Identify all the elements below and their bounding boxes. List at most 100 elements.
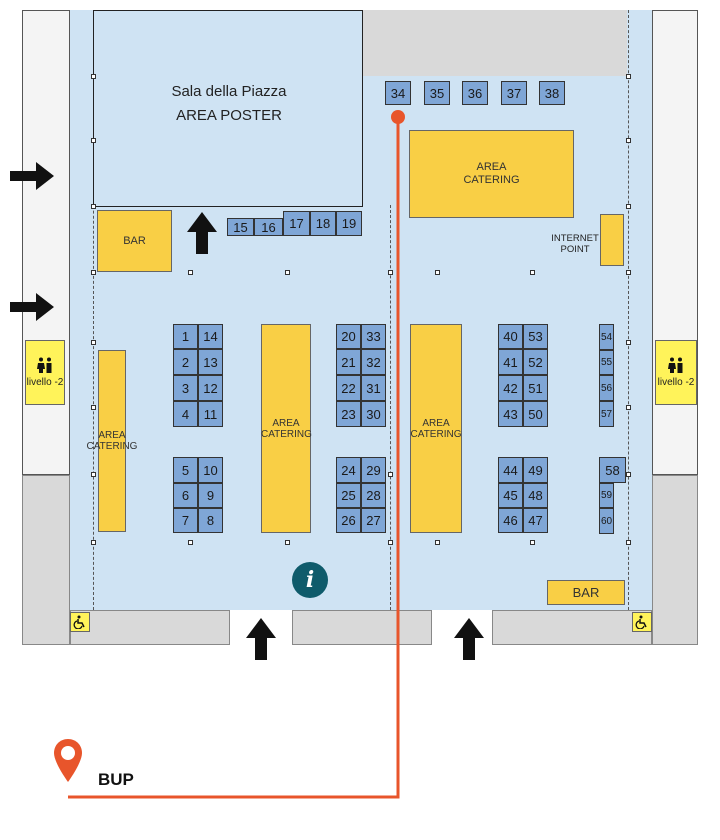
arrow-up-icon bbox=[187, 212, 217, 254]
booth-59[interactable]: 59 bbox=[599, 483, 614, 508]
booth-57[interactable]: 57 bbox=[599, 401, 614, 427]
internet-point-box[interactable] bbox=[600, 214, 624, 266]
booth-15[interactable]: 15 bbox=[227, 218, 254, 236]
area-catering-mid1[interactable]: AREA CATERING bbox=[261, 324, 312, 533]
booth-50[interactable]: 50 bbox=[523, 401, 548, 427]
internet-point-label: INTERNET POINT bbox=[551, 233, 599, 255]
bar-bottom[interactable]: BAR bbox=[547, 580, 625, 605]
booth-30[interactable]: 30 bbox=[361, 401, 386, 427]
booth-55[interactable]: 55 bbox=[599, 350, 614, 375]
booth-46[interactable]: 46 bbox=[498, 508, 523, 533]
booth-21[interactable]: 21 bbox=[336, 349, 361, 375]
booth-26[interactable]: 26 bbox=[336, 508, 361, 533]
booth-19[interactable]: 19 bbox=[336, 211, 362, 236]
booth-56[interactable]: 56 bbox=[599, 375, 614, 401]
bottom-corridor-left bbox=[70, 610, 230, 645]
wheelchair-icon bbox=[635, 615, 647, 629]
booth-33[interactable]: 33 bbox=[361, 324, 386, 349]
booth-47[interactable]: 47 bbox=[523, 508, 548, 533]
post bbox=[388, 540, 393, 545]
booth-41[interactable]: 41 bbox=[498, 349, 523, 375]
post bbox=[388, 270, 393, 275]
booth-23[interactable]: 23 bbox=[336, 401, 361, 427]
info-icon[interactable]: i bbox=[292, 562, 328, 598]
booth-16[interactable]: 16 bbox=[254, 218, 283, 236]
area-catering-mid2-label: AREA CATERING bbox=[410, 417, 462, 440]
booth-6[interactable]: 6 bbox=[173, 483, 198, 508]
booth-2[interactable]: 2 bbox=[173, 349, 198, 375]
sala-della-piazza[interactable]: Sala della Piazza AREA POSTER bbox=[93, 10, 363, 207]
post bbox=[530, 540, 535, 545]
booth-17[interactable]: 17 bbox=[283, 211, 310, 236]
restroom-icon bbox=[37, 357, 52, 373]
booth-51[interactable]: 51 bbox=[523, 375, 548, 401]
booth-48[interactable]: 48 bbox=[523, 483, 548, 508]
booth-9[interactable]: 9 bbox=[198, 483, 223, 508]
booth-7[interactable]: 7 bbox=[173, 508, 198, 533]
post bbox=[626, 270, 631, 275]
arrow-right-icon bbox=[10, 293, 54, 321]
restroom-left[interactable]: livello -2 bbox=[25, 340, 65, 405]
booth-43[interactable]: 43 bbox=[498, 401, 523, 427]
booth-32[interactable]: 32 bbox=[361, 349, 386, 375]
booth-53[interactable]: 53 bbox=[523, 324, 548, 349]
accessible-entrance-right[interactable] bbox=[632, 612, 652, 632]
booth-5[interactable]: 5 bbox=[173, 457, 198, 483]
area-catering-top-label: AREA CATERING bbox=[463, 161, 520, 186]
booth-31[interactable]: 31 bbox=[361, 375, 386, 401]
post bbox=[91, 138, 96, 143]
post bbox=[91, 340, 96, 345]
booth-42[interactable]: 42 bbox=[498, 375, 523, 401]
map-pin-icon[interactable] bbox=[52, 738, 84, 784]
booth-18[interactable]: 18 bbox=[310, 211, 336, 236]
booth-25[interactable]: 25 bbox=[336, 483, 361, 508]
post bbox=[626, 138, 631, 143]
booth-11[interactable]: 11 bbox=[198, 401, 223, 427]
booth-60[interactable]: 60 bbox=[599, 508, 614, 534]
booth-36[interactable]: 36 bbox=[462, 81, 488, 105]
booth-49[interactable]: 49 bbox=[523, 457, 548, 483]
right-corridor bbox=[652, 475, 698, 645]
post bbox=[91, 405, 96, 410]
area-catering-top[interactable]: AREA CATERING bbox=[409, 130, 574, 218]
sala-name: Sala della Piazza bbox=[171, 83, 287, 100]
booth-29[interactable]: 29 bbox=[361, 457, 386, 483]
area-catering-left[interactable]: AREA CATERING bbox=[87, 350, 137, 532]
post bbox=[435, 540, 440, 545]
booth-22[interactable]: 22 bbox=[336, 375, 361, 401]
booth-54[interactable]: 54 bbox=[599, 324, 614, 350]
booth-10[interactable]: 10 bbox=[198, 457, 223, 483]
booth-34[interactable]: 34 bbox=[385, 81, 411, 105]
booth-45[interactable]: 45 bbox=[498, 483, 523, 508]
booth-35[interactable]: 35 bbox=[424, 81, 450, 105]
booth-52[interactable]: 52 bbox=[523, 349, 548, 375]
bottom-corridor-mid bbox=[292, 610, 432, 645]
sala-subtitle: AREA POSTER bbox=[176, 107, 282, 124]
dashed-line-left bbox=[93, 10, 94, 610]
area-catering-mid2[interactable]: AREA CATERING bbox=[410, 324, 462, 533]
booth-58[interactable]: 58 bbox=[599, 457, 626, 483]
booth-38[interactable]: 38 bbox=[539, 81, 565, 105]
booth-28[interactable]: 28 bbox=[361, 483, 386, 508]
booth-8[interactable]: 8 bbox=[198, 508, 223, 533]
restroom-icon bbox=[668, 357, 683, 373]
post bbox=[435, 270, 440, 275]
post bbox=[91, 540, 96, 545]
booth-12[interactable]: 12 bbox=[198, 375, 223, 401]
booth-44[interactable]: 44 bbox=[498, 457, 523, 483]
booth-37[interactable]: 37 bbox=[501, 81, 527, 105]
booth-13[interactable]: 13 bbox=[198, 349, 223, 375]
booth-3[interactable]: 3 bbox=[173, 375, 198, 401]
booth-40[interactable]: 40 bbox=[498, 324, 523, 349]
booth-24[interactable]: 24 bbox=[336, 457, 361, 483]
accessible-entrance-left[interactable] bbox=[70, 612, 90, 632]
booth-27[interactable]: 27 bbox=[361, 508, 386, 533]
booth-14[interactable]: 14 bbox=[198, 324, 223, 349]
bar-top[interactable]: BAR bbox=[97, 210, 172, 272]
post bbox=[91, 74, 96, 79]
booth-20[interactable]: 20 bbox=[336, 324, 361, 349]
booth-1[interactable]: 1 bbox=[173, 324, 198, 349]
booth-4[interactable]: 4 bbox=[173, 401, 198, 427]
restroom-right[interactable]: livello -2 bbox=[655, 340, 697, 405]
